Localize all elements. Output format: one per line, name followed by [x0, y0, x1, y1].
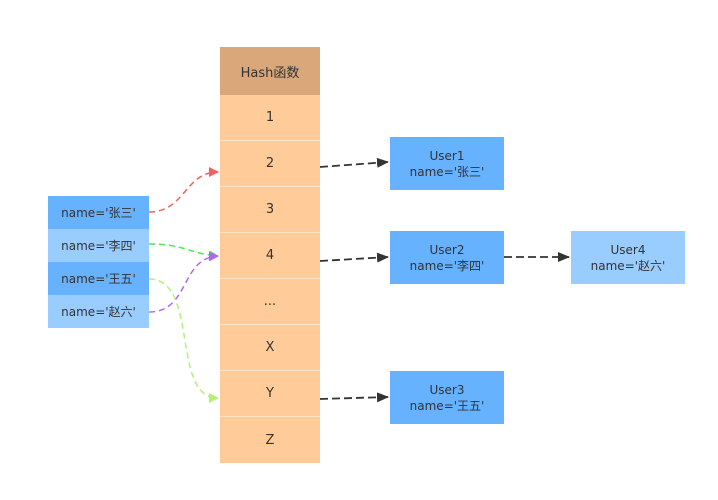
user2-name: name='李四'	[409, 258, 485, 273]
bucket-2: 2	[220, 141, 320, 187]
bucket-y: Y	[220, 371, 320, 417]
arrow-lisi-to-bucket-4	[148, 243, 219, 261]
user3-node: User3 name='王五'	[390, 371, 504, 424]
bucket-z: Z	[220, 417, 320, 463]
hash-function-header: Hash函数	[220, 47, 320, 95]
bucket-4: 4	[220, 233, 320, 279]
user4-name: name='赵六'	[590, 258, 666, 273]
user2-node: User2 name='李四'	[390, 231, 504, 284]
bucket-3: 3	[220, 187, 320, 233]
key-lisi: name='李四'	[48, 229, 149, 262]
arrow-bucket-2-to-user1	[319, 157, 389, 168]
user3-title: User3	[429, 382, 465, 397]
user1-name: name='张三'	[409, 164, 485, 179]
bucket-ellipsis: ...	[220, 279, 320, 325]
key-zhangsan: name='张三'	[48, 196, 149, 229]
user2-title: User2	[429, 242, 465, 257]
key-wangwu: name='王五'	[48, 262, 149, 295]
bucket-1: 1	[220, 95, 320, 141]
input-keys: name='张三' name='李四' name='王五' name='赵六'	[48, 196, 149, 328]
user4-node: User4 name='赵六'	[571, 231, 685, 284]
hash-table: Hash函数 1 2 3 4 ... X Y Z	[220, 47, 320, 463]
user4-title: User4	[610, 242, 646, 257]
user1-node: User1 name='张三'	[390, 137, 504, 190]
key-zhaoliu: name='赵六'	[48, 295, 149, 328]
arrow-zhaoliu-to-bucket-4	[148, 251, 219, 313]
arrow-bucket-4-to-user2	[319, 252, 389, 263]
arrow-bucket-y-to-user3	[319, 392, 389, 403]
arrow-zhangsan-to-bucket-2	[148, 167, 219, 213]
user1-title: User1	[429, 148, 465, 163]
arrow-wangwu-to-bucket-y	[148, 278, 219, 403]
bucket-x: X	[220, 325, 320, 371]
user3-name: name='王五'	[409, 398, 485, 413]
